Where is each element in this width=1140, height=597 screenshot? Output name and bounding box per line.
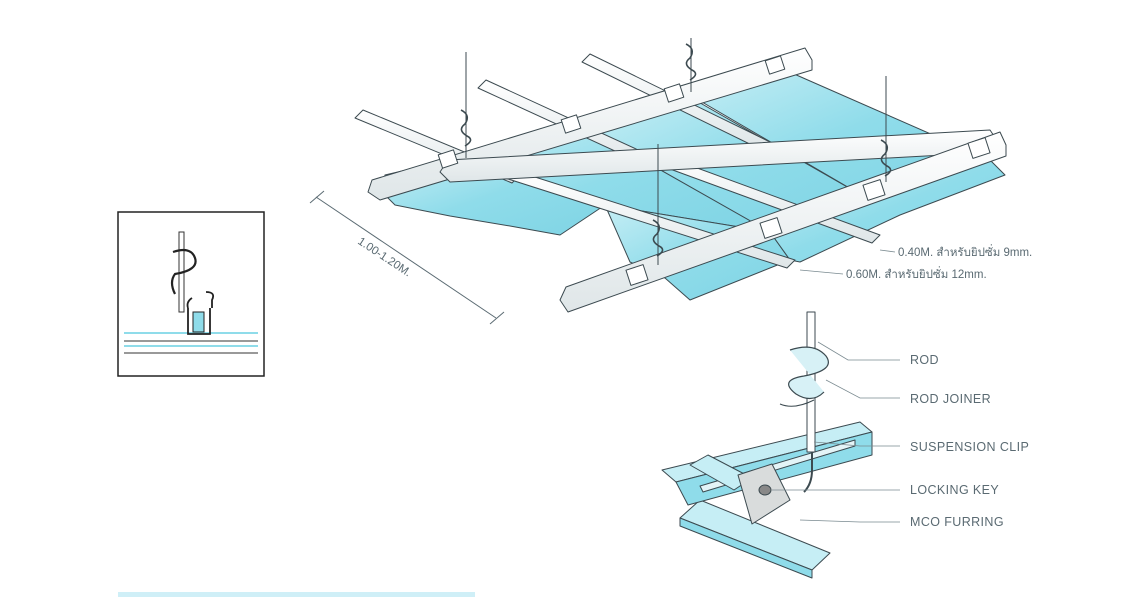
hanger-rod-4 [652,144,664,265]
hanger-rod-2 [685,38,697,92]
key-2 [560,114,582,134]
inset-channel [186,291,215,335]
part-leaders [772,341,900,523]
key-3 [663,83,685,103]
spacing-9mm-label: 0.40M. สำหรับยิปซั่ม 9mm. [898,244,1032,259]
key-8 [967,137,991,159]
main-channels [367,47,1007,313]
key-4 [764,55,786,75]
part-label-rod-joiner: ROD JOINER [910,392,991,406]
key-6 [759,217,783,239]
inset-frame [117,211,265,377]
spacing-12mm-label: 0.60M. สำหรับยิปซั่ม 12mm. [846,266,987,281]
footer-accent-bar [118,592,475,597]
suspension-clip-leader [813,441,900,447]
main-channel-front [559,131,1007,313]
part-label-mco-furring: MCO FURRING [910,515,1004,529]
part-label-suspension-clip: SUSPENSION CLIP [910,440,1029,454]
rod-joiner-leader [825,379,900,399]
rod-joiner-shape [788,346,829,400]
width-range-label: 1.00-1.20M. [355,235,413,279]
spacing-leaders [799,249,896,275]
hanger-rod-3 [880,76,892,182]
inset-clip [170,248,197,295]
key-7 [862,179,886,201]
rod-leader [817,341,900,361]
hanger-rod-1 [460,52,472,158]
ceiling-isometric [354,38,1007,313]
part-label-rod: ROD [910,353,939,367]
hanger-rods [460,38,892,265]
key-1 [437,149,459,169]
width-dimension [309,190,505,325]
component-detail [661,311,873,579]
key-5 [625,264,649,286]
inset-detail [117,211,265,377]
mco-furring-leader [799,519,900,523]
locking-keys [437,55,991,286]
part-label-locking-key: LOCKING KEY [910,483,999,497]
